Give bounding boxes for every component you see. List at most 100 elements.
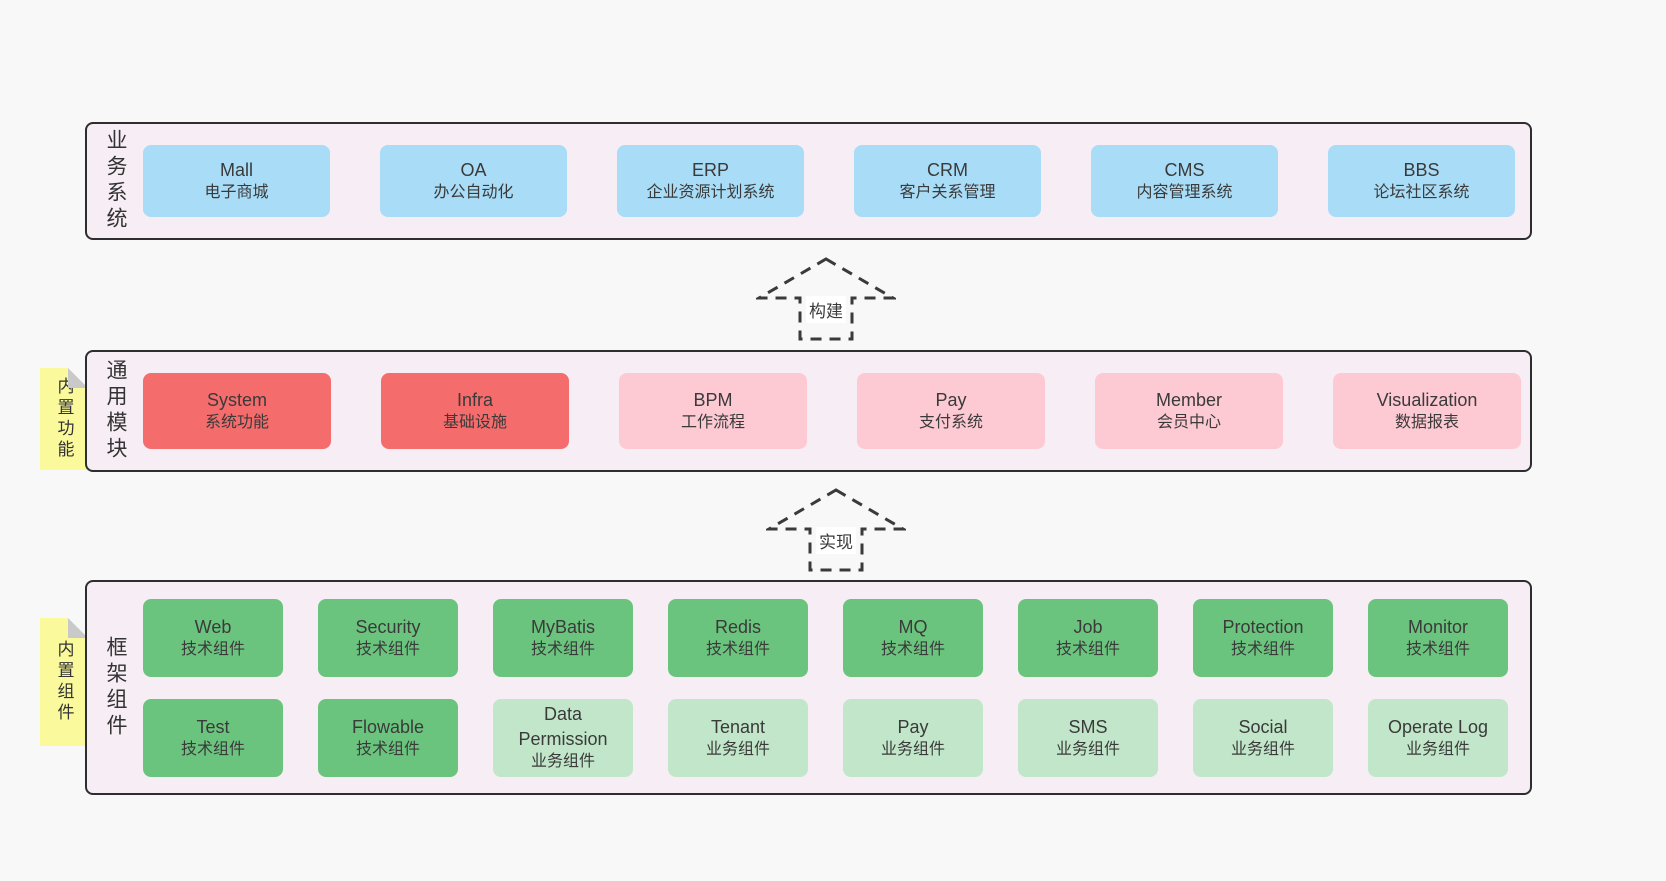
box-subtitle: 技术组件	[180, 640, 245, 658]
box-subtitle: 业务组件	[1405, 740, 1470, 758]
box-mall: Mall 电子商城	[143, 145, 330, 217]
up-arrow-icon	[756, 257, 896, 341]
box-subtitle: 支付系统	[918, 414, 983, 432]
box-infra: Infra 基础设施	[381, 373, 569, 449]
box-subtitle: 业务组件	[705, 740, 770, 758]
box-operate-log: Operate Log 业务组件	[1368, 698, 1508, 777]
box-subtitle: 业务组件	[1055, 740, 1120, 758]
box-title: Redis	[714, 616, 762, 637]
box-title: Web	[194, 616, 232, 637]
box-subtitle: 技术组件	[1405, 640, 1470, 658]
box-sms: SMS 业务组件	[1018, 698, 1158, 777]
box-title: CRM	[927, 160, 968, 181]
framework-boxes: Web 技术组件 Security 技术组件 MyBatis 技术组件 Redi…	[143, 598, 1530, 777]
arrow-build-label: 构建	[806, 296, 846, 323]
modules-boxes-row: System 系统功能 Infra 基础设施 BPM 工作流程 Pay 支付系统…	[143, 373, 1530, 449]
layer-label-business: 业务系统	[104, 129, 127, 233]
box-title: Monitor	[1407, 616, 1469, 637]
framework-row-2: Test 技术组件 Flowable 技术组件 Data Permission …	[143, 698, 1530, 777]
box-subtitle: 技术组件	[530, 640, 595, 658]
box-subtitle: 技术组件	[1055, 640, 1120, 658]
box-subtitle: 论坛社区系统	[1373, 184, 1470, 202]
box-crm: CRM 客户关系管理	[854, 145, 1041, 217]
arrow-implement-label: 实现	[816, 527, 856, 554]
box-title: Operate Log	[1387, 716, 1489, 737]
sticky-label: 内置组件	[54, 640, 74, 724]
box-subtitle: 业务组件	[1230, 740, 1295, 758]
box-tenant: Tenant 业务组件	[668, 698, 808, 777]
box-pay-system: Pay 支付系统	[857, 373, 1045, 449]
box-title: MQ	[898, 616, 928, 637]
sticky-built-in-features: 内置功能	[40, 368, 88, 470]
box-system: System 系统功能	[143, 373, 331, 449]
box-subtitle: 办公自动化	[433, 184, 514, 202]
box-visualization: Visualization 数据报表	[1333, 373, 1521, 449]
box-pay-component: Pay 业务组件	[843, 698, 983, 777]
box-subtitle: 会员中心	[1156, 414, 1221, 432]
box-title: Security	[355, 616, 421, 637]
arrow-build: 构建	[756, 256, 896, 342]
box-title: BBS	[1403, 160, 1440, 181]
box-flowable: Flowable 技术组件	[318, 698, 458, 777]
box-title: SMS	[1068, 716, 1108, 737]
sticky-built-in-components: 内置组件	[40, 618, 88, 746]
box-subtitle: 数据报表	[1394, 414, 1459, 432]
box-title: Infra	[456, 390, 494, 411]
box-protection: Protection 技术组件	[1193, 598, 1333, 677]
business-boxes-row: Mall 电子商城 OA 办公自动化 ERP 企业资源计划系统 CRM 客户关系…	[143, 145, 1530, 217]
framework-row-1: Web 技术组件 Security 技术组件 MyBatis 技术组件 Redi…	[143, 598, 1530, 677]
box-title: Tenant	[710, 716, 766, 737]
box-title: MyBatis	[530, 616, 595, 637]
box-mybatis: MyBatis 技术组件	[493, 598, 633, 677]
box-subtitle: 电子商城	[204, 184, 269, 202]
box-title: ERP	[691, 160, 729, 181]
box-subtitle: 系统功能	[204, 414, 269, 432]
box-subtitle: 技术组件	[355, 740, 420, 758]
box-title: System	[206, 390, 267, 411]
box-subtitle: 内容管理系统	[1136, 184, 1233, 202]
box-title: Flowable	[351, 716, 425, 737]
box-subtitle: 技术组件	[1230, 640, 1295, 658]
box-title: CMS	[1164, 160, 1205, 181]
box-subtitle: 技术组件	[880, 640, 945, 658]
up-arrow-icon	[766, 488, 906, 572]
layer-common-modules: 通用模块 System 系统功能 Infra 基础设施 BPM 工作流程 Pay…	[85, 350, 1532, 472]
box-web: Web 技术组件	[143, 598, 283, 677]
box-mq: MQ 技术组件	[843, 598, 983, 677]
box-subtitle: 技术组件	[355, 640, 420, 658]
box-security: Security 技术组件	[318, 598, 458, 677]
box-cms: CMS 内容管理系统	[1091, 145, 1278, 217]
box-subtitle: 企业资源计划系统	[646, 184, 775, 202]
box-social: Social 业务组件	[1193, 698, 1333, 777]
box-subtitle: 技术组件	[180, 740, 245, 758]
box-data-permission: Data Permission 业务组件	[493, 698, 633, 777]
box-member: Member 会员中心	[1095, 373, 1283, 449]
box-test: Test 技术组件	[143, 698, 283, 777]
box-title: Member	[1155, 390, 1222, 411]
box-title: Test	[196, 716, 230, 737]
box-title: Visualization	[1376, 390, 1478, 411]
box-title: Mall	[219, 160, 253, 181]
box-subtitle: 基础设施	[442, 414, 507, 432]
box-title: Pay	[935, 390, 967, 411]
box-bpm: BPM 工作流程	[619, 373, 807, 449]
box-title: Social	[1238, 716, 1288, 737]
box-title: BPM	[693, 390, 733, 411]
box-monitor: Monitor 技术组件	[1368, 598, 1508, 677]
box-title: Job	[1073, 616, 1103, 637]
layer-business-systems: 业务系统 Mall 电子商城 OA 办公自动化 ERP 企业资源计划系统 CRM…	[85, 122, 1532, 240]
layer-label-framework: 框架组件	[104, 635, 127, 740]
box-erp: ERP 企业资源计划系统	[617, 145, 804, 217]
sticky-label: 内置功能	[54, 377, 74, 461]
box-bbs: BBS 论坛社区系统	[1328, 145, 1515, 217]
box-title: OA	[460, 160, 487, 181]
layer-framework-components: 框架组件 Web 技术组件 Security 技术组件 MyBatis 技术组件…	[85, 580, 1532, 795]
box-subtitle: 客户关系管理	[899, 184, 996, 202]
box-job: Job 技术组件	[1018, 598, 1158, 677]
box-subtitle: 技术组件	[705, 640, 770, 658]
arrow-implement: 实现	[766, 487, 906, 573]
box-oa: OA 办公自动化	[380, 145, 567, 217]
box-subtitle: 业务组件	[880, 740, 945, 758]
layer-label-modules: 通用模块	[104, 359, 127, 463]
